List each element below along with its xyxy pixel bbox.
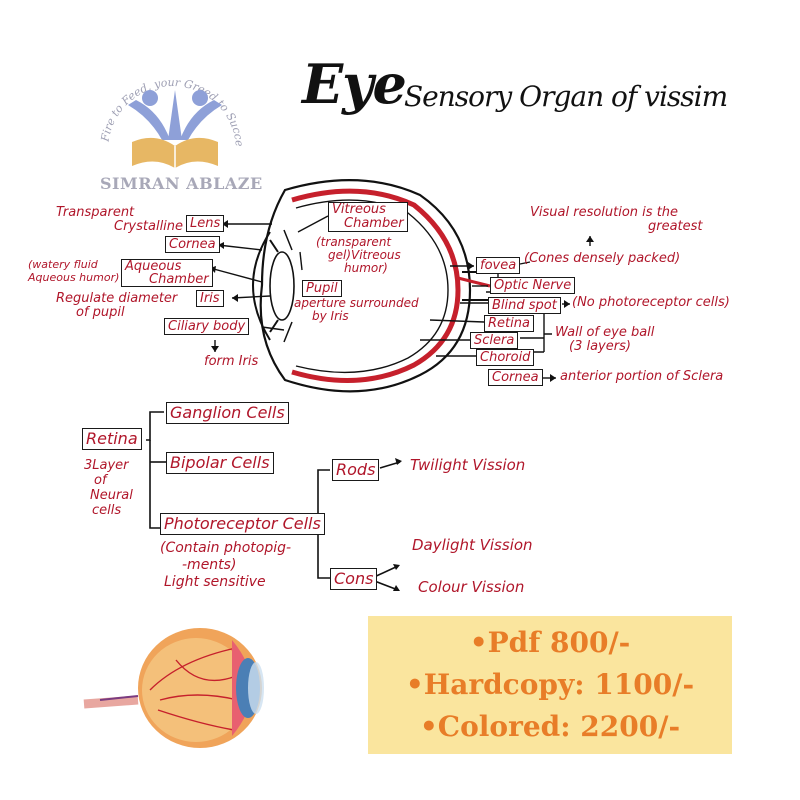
label-cons-colour: Colour Vission [418, 578, 525, 596]
label-rods-note: Twilight Vission [410, 456, 526, 474]
label-transparent-crystalline: Transparent Crystalline [56, 205, 184, 234]
box-cornea-left: Cornea [165, 236, 220, 253]
label-regulate-diameter: Regulate diameter of pupil [56, 291, 178, 320]
pricing-panel: •Pdf 800/- •Hardcopy: 1100/- •Colored: 2… [368, 616, 732, 754]
box-cons: Cons [330, 568, 378, 590]
title-subtitle: Sensory Organ of vissim [404, 80, 728, 113]
box-vitreous-chamber: Vitreous Chamber [328, 202, 408, 232]
box-retina-right: Retina [484, 315, 534, 332]
label-form-iris: form Iris [204, 354, 259, 369]
box-retina-root: Retina [82, 428, 142, 450]
label-watery-fluid: (watery fluid Aqueous humor) [28, 258, 120, 284]
label-cornea-note: anterior portion of Sclera [560, 369, 724, 384]
box-blind-spot: Blind spot [488, 297, 561, 314]
box-photoreceptor-cells: Photoreceptor Cells [160, 513, 325, 535]
box-sclera: Sclera [470, 332, 519, 349]
label-pupil-note: aperture surrounded by Iris [294, 296, 419, 323]
logo-brand: SIMRAN ABLAZE [100, 174, 263, 193]
box-lens: Lens [186, 215, 225, 232]
box-choroid: Choroid [476, 349, 535, 366]
price-hardcopy: •Hardcopy: 1100/- [405, 668, 695, 701]
box-ganglion-cells: Ganglion Cells [166, 402, 289, 424]
box-iris: Iris [196, 290, 224, 307]
label-vitreous-note: (transparent gel)Vitreous humor) [316, 235, 401, 275]
box-bipolar-cells: Bipolar Cells [166, 452, 274, 474]
box-aqueous-chamber: Aqueous Chamber [121, 259, 213, 287]
label-blind-spot-note: (No photoreceptor cells) [572, 295, 730, 310]
price-colored: •Colored: 2200/- [419, 710, 681, 743]
title-main: Eye [302, 52, 407, 116]
box-ciliary-body: Ciliary body [164, 318, 250, 335]
box-pupil: Pupil [302, 280, 342, 297]
label-visual-resolution: Visual resolution is the greatest [530, 205, 703, 234]
box-fovea: fovea [476, 257, 521, 274]
box-cornea-right: Cornea [488, 369, 543, 386]
box-rods: Rods [332, 459, 380, 481]
label-fovea-note: (Cones densely packed) [524, 251, 681, 266]
price-pdf: •Pdf 800/- [469, 626, 631, 659]
label-photoreceptor-note: (Contain photopig- -ments) Light sensiti… [160, 540, 292, 590]
label-wall-eye-ball: Wall of eye ball (3 layers) [555, 325, 655, 354]
box-optic-nerve: Optic Nerve [490, 277, 576, 294]
label-cons-daylight: Daylight Vission [412, 536, 533, 554]
label-retina-root-note: 3Layer of Neural cells [84, 458, 133, 518]
